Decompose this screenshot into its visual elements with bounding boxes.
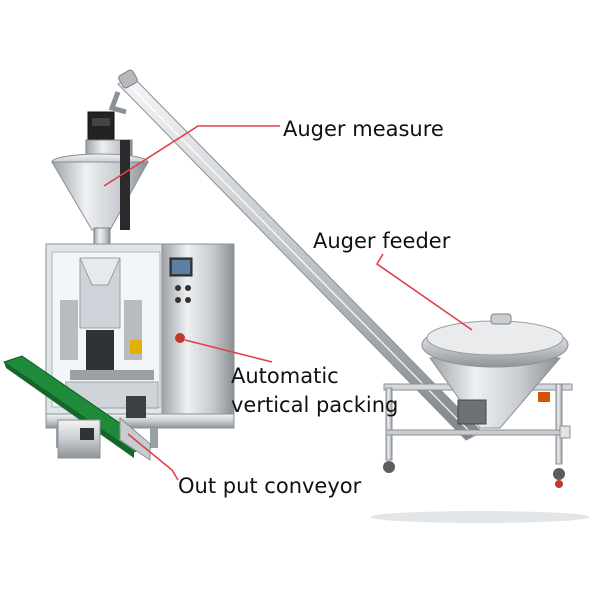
leader-auger-feeder <box>375 253 473 331</box>
label-auger-feeder: Auger feeder <box>313 229 451 253</box>
leader-lines <box>103 125 473 481</box>
label-automatic-packing-line1: Automatic <box>231 364 339 388</box>
auger-filler <box>51 111 149 245</box>
label-output-conveyor: Out put conveyor <box>178 474 362 498</box>
feeder-hopper <box>370 313 590 523</box>
leader-automatic-packing <box>184 339 273 363</box>
leader-auger-measure <box>103 125 280 187</box>
leader-output-conveyor <box>127 433 179 481</box>
label-automatic-packing-line2: vertical packing <box>231 393 399 417</box>
label-auger-measure: Auger measure <box>283 117 444 141</box>
output-conveyor <box>2 355 151 461</box>
vertical-packing-machine <box>45 243 235 448</box>
auger-feeder-tube <box>108 69 483 441</box>
